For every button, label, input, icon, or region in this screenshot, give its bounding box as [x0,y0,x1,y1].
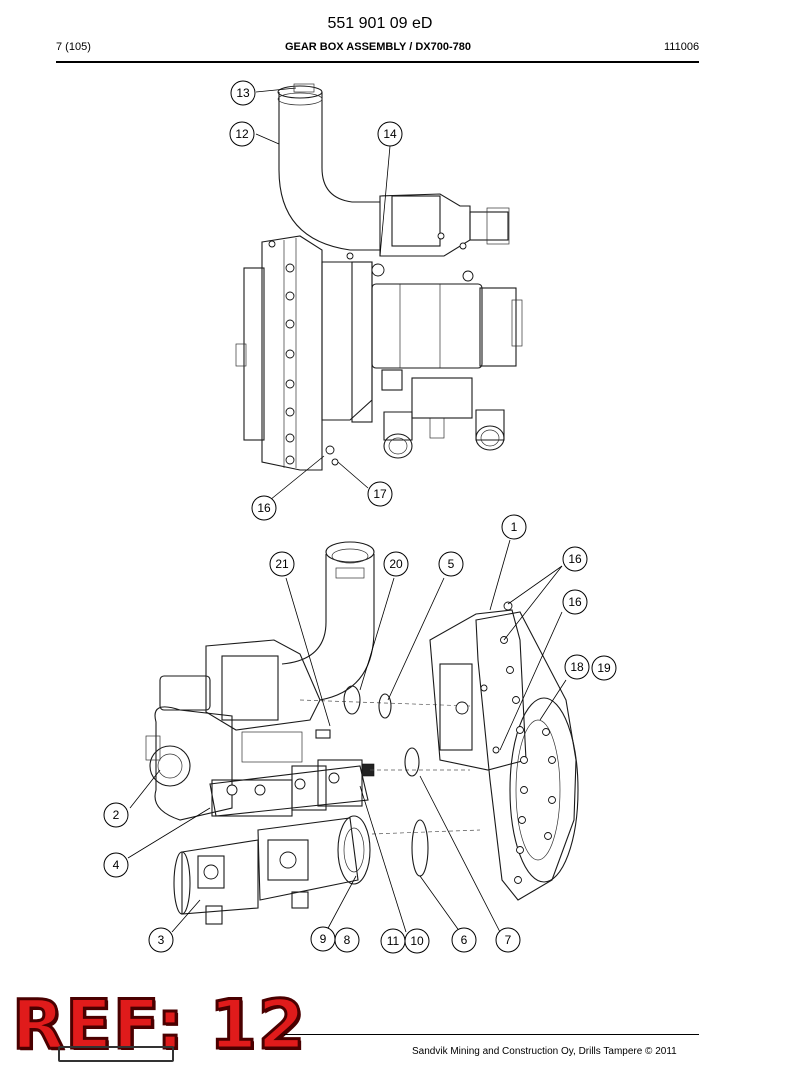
callout-12-label: 12 [235,127,249,141]
callout-16-upper-right-label: 16 [568,552,582,566]
callout-11-label: 11 [387,934,400,948]
document-title: GEAR BOX ASSEMBLY / DX700-780 [284,41,472,53]
callout-5: 5 [438,551,464,577]
document-number: 551 901 09 eD [327,15,433,32]
callout-10-label: 10 [410,934,424,948]
callout-16-upper-right: 16 [562,546,588,572]
callout-10: 10 [404,928,430,954]
callout-14-label: 14 [383,127,397,141]
callout-7: 7 [495,927,521,953]
exploded-flange-bolts [480,601,556,884]
callout-16-right: 16 [562,589,588,615]
callout-19-label: 19 [597,661,611,675]
callout-21: 21 [269,551,295,577]
company-logo [58,1046,174,1062]
exploded-gearbox-view [145,541,579,925]
callout-17-label: 17 [373,487,387,501]
callout-21-label: 21 [275,557,289,571]
callout-18: 18 [564,654,590,680]
footer-rule [284,1034,699,1035]
callout-1-label: 1 [511,520,518,534]
assembled-gearbox-view [235,83,523,471]
callout-3: 3 [148,927,174,953]
callout-19: 19 [591,655,617,681]
callout-20: 20 [383,551,409,577]
callout-3-label: 3 [158,933,165,947]
callout-17: 17 [367,481,393,507]
callout-16-right-label: 16 [568,595,582,609]
callout-16-top-label: 16 [257,501,271,515]
callout-2: 2 [103,802,129,828]
callout-16-top: 16 [251,495,277,521]
callout-18-label: 18 [570,660,584,674]
callout-13: 13 [230,80,256,106]
document-date: 111006 [664,41,700,53]
callout-6-label: 6 [461,933,468,947]
flange-bolts [268,240,354,465]
callout-12: 12 [229,121,255,147]
leader-lines [127,87,567,933]
footer-copyright: Sandvik Mining and Construction Oy, Dril… [412,1046,677,1057]
callout-20-label: 20 [389,557,403,571]
callout-7-label: 7 [505,933,512,947]
callout-9-label: 9 [320,932,327,946]
callout-14: 14 [377,121,403,147]
callout-5-label: 5 [448,557,455,571]
callout-11: 11 [380,928,406,954]
callout-8: 8 [334,927,360,953]
callout-1: 1 [501,514,527,540]
callout-6: 6 [451,927,477,953]
callout-9: 9 [310,926,336,952]
header-rule [56,61,699,63]
callout-4-label: 4 [113,858,120,872]
callout-2-label: 2 [113,808,120,822]
page-number: 7 (105) [56,41,91,53]
callout-13-label: 13 [236,86,250,100]
callout-4: 4 [103,852,129,878]
callout-8-label: 8 [344,933,351,947]
